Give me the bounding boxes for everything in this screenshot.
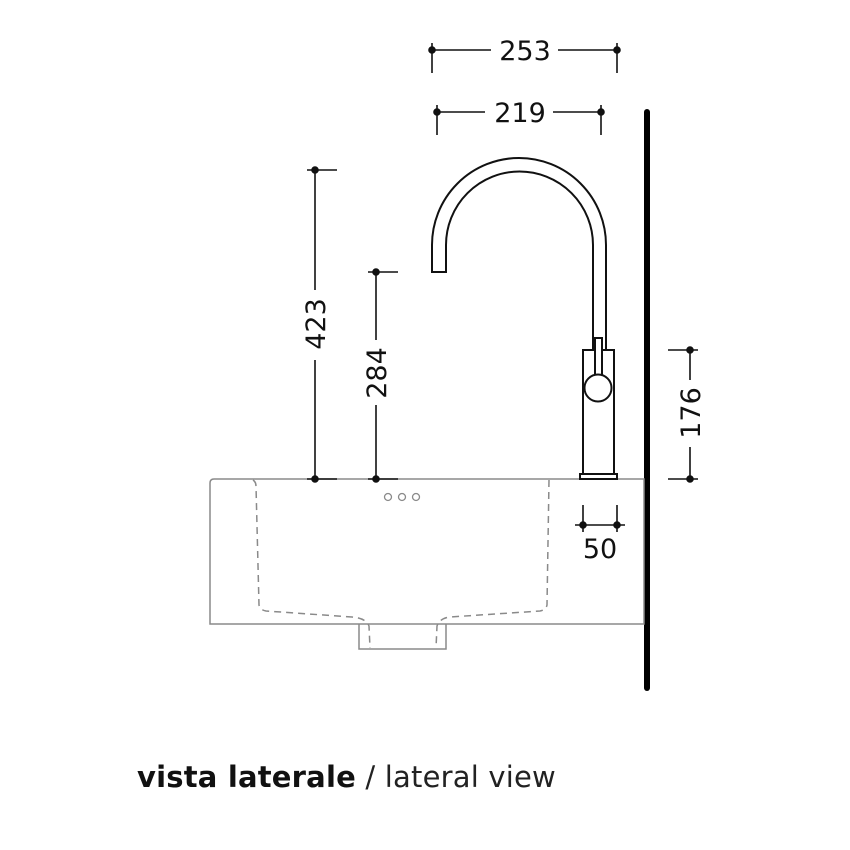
dimension-50-label: 50 [583, 534, 617, 565]
dimension-219-label: 219 [494, 98, 546, 129]
dimension-219 [433, 105, 605, 135]
caption-english: lateral view [384, 760, 556, 794]
dimension-176-label: 176 [676, 387, 707, 439]
caption-separator: / [355, 760, 385, 794]
mixer-tap [431, 157, 618, 480]
caption: vista laterale / lateral view [137, 760, 556, 794]
dimension-176 [668, 346, 698, 483]
dimension-284-label: 284 [362, 347, 393, 399]
dimension-253-label: 253 [499, 36, 551, 67]
basin-bowl-hidden-line [252, 479, 550, 649]
dimension-253 [428, 43, 621, 73]
basin-holes [383, 492, 421, 502]
caption-italian: vista laterale [137, 760, 356, 794]
dimension-423 [307, 166, 337, 483]
basin [209, 478, 645, 650]
dimension-423-label: 423 [301, 298, 332, 350]
dimension-284 [368, 268, 398, 483]
dimension-50 [575, 505, 625, 532]
